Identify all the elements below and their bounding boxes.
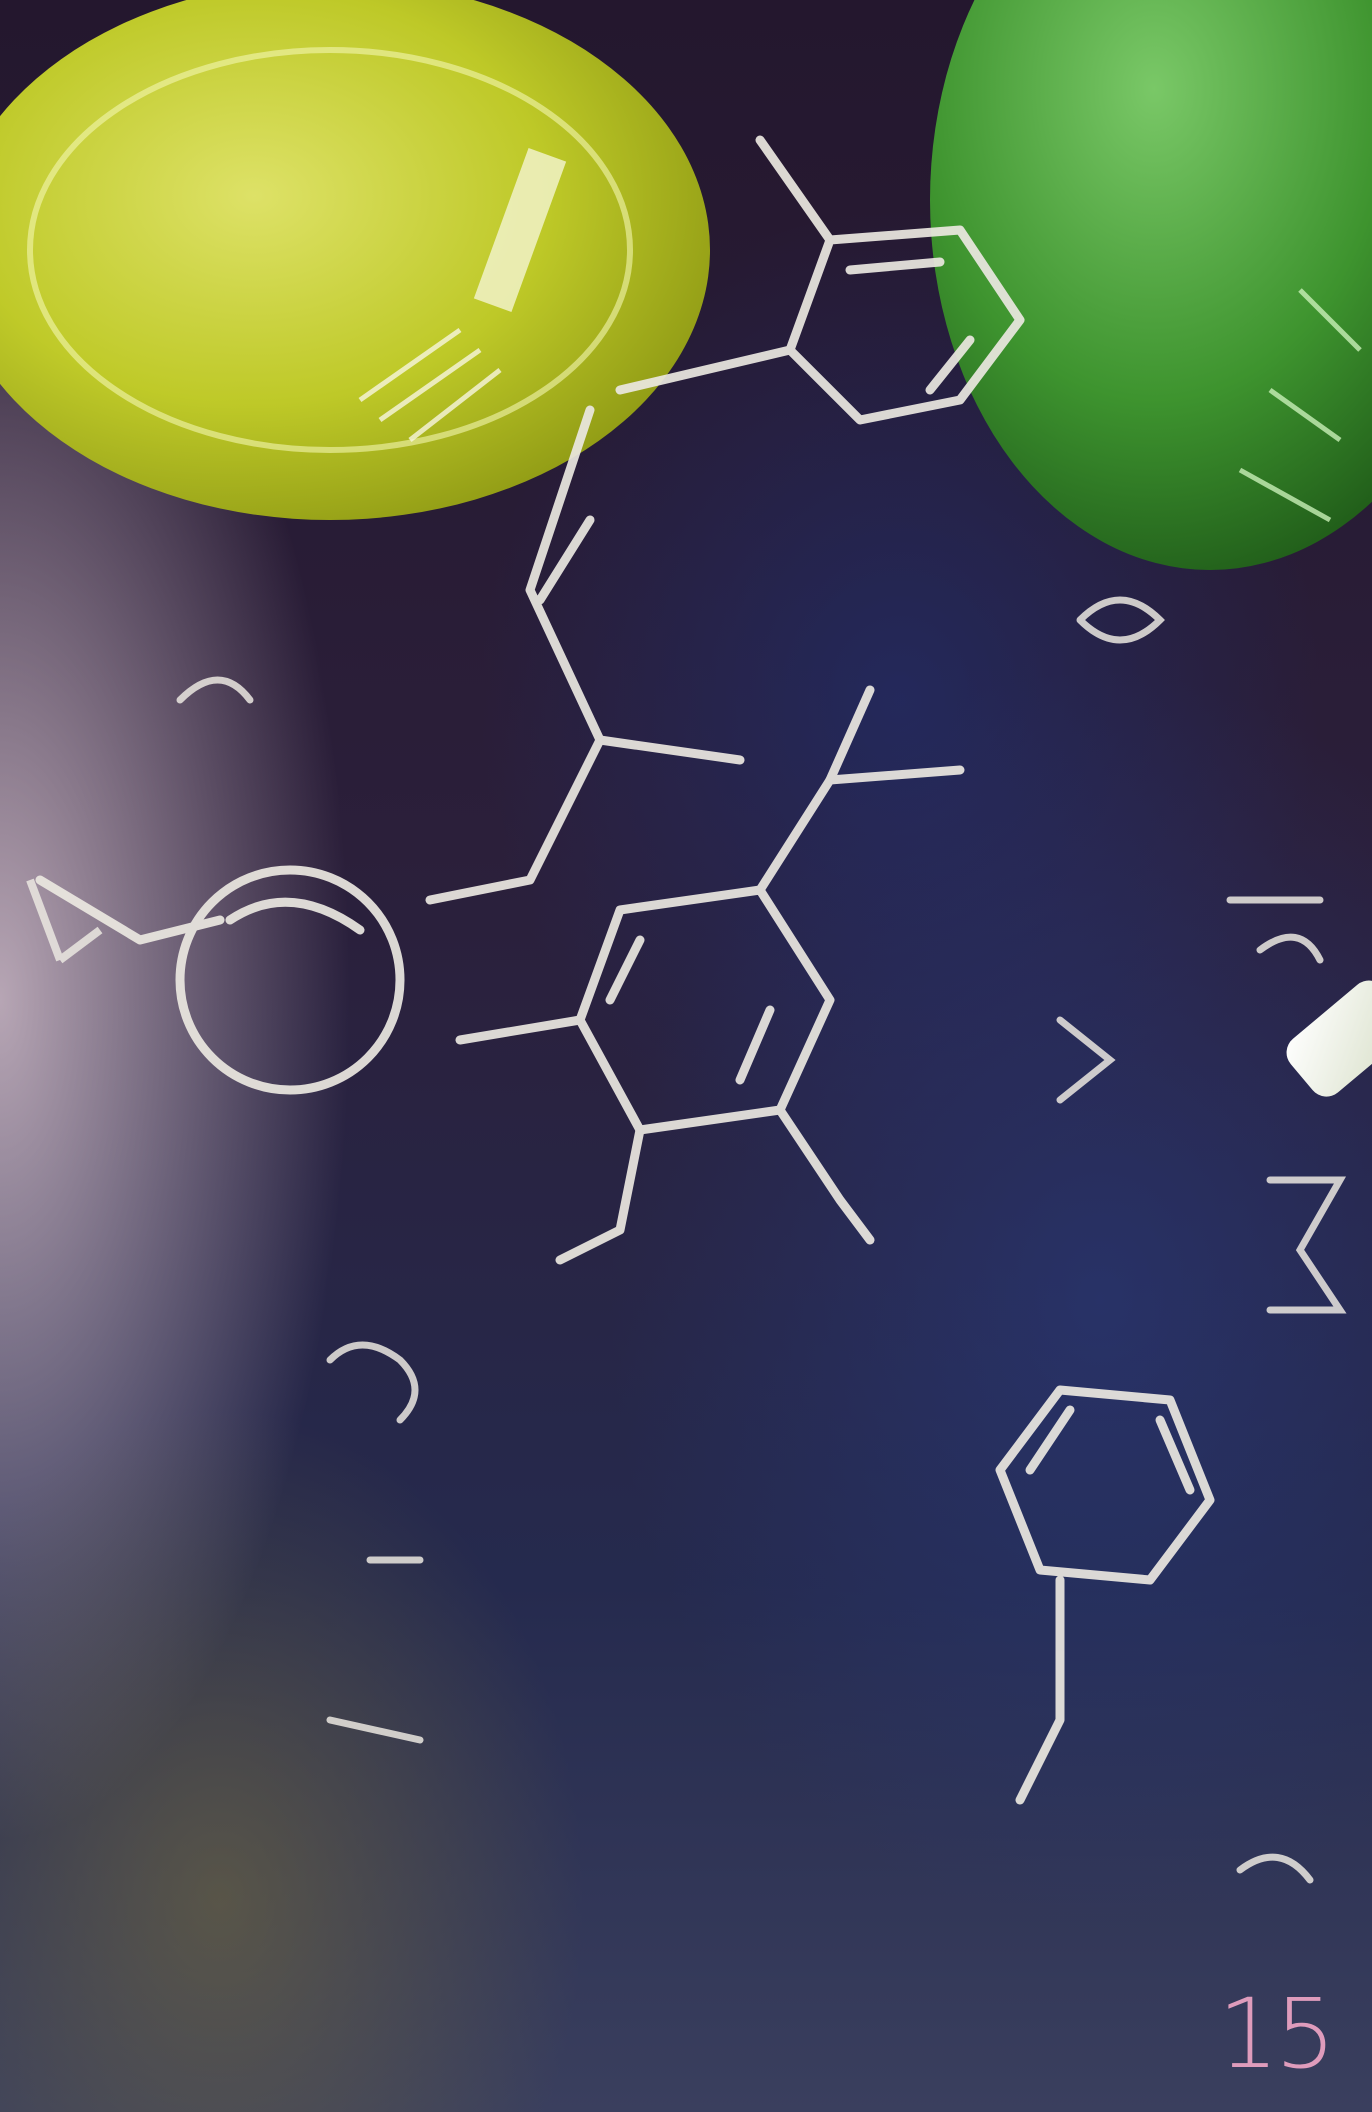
green-beaker-icon: [930, 0, 1372, 570]
chalk-flask-icon: [26, 878, 103, 964]
yellow-beaker-icon: [0, 0, 710, 520]
page-number: 15: [1217, 1978, 1336, 2090]
chalk-stick-icon: [1286, 980, 1372, 1097]
